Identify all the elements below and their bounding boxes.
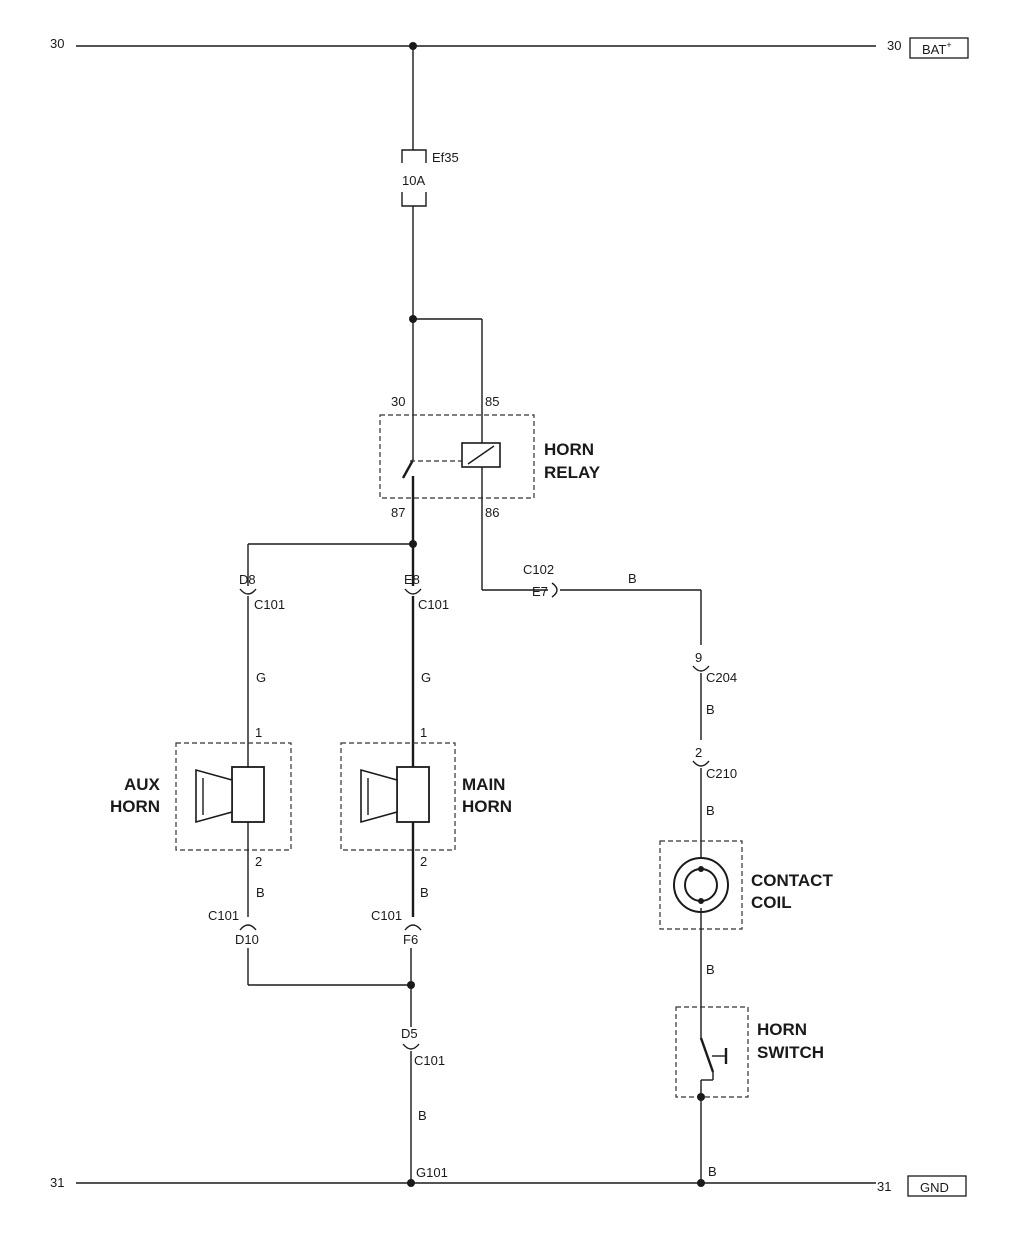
connector-symbol — [551, 582, 558, 598]
connector-e7: E7 — [532, 584, 548, 599]
main-wire-b: B — [420, 885, 429, 900]
ground-wire-b: B — [418, 1108, 427, 1123]
rail-bottom-left-label: 31 — [50, 1175, 64, 1190]
main-name-line1: MAIN — [462, 775, 505, 794]
fuse-rating: 10A — [402, 173, 425, 188]
ground-rail: 31 31 GND — [50, 1175, 967, 1197]
aux-horn-box — [175, 742, 292, 851]
main-pin-2: 2 — [420, 854, 427, 869]
horn-relay: 30 85 87 86 HORN RELAY — [379, 315, 601, 590]
contact-coil-name-line2: COIL — [751, 893, 792, 912]
connector-c102: C102 — [523, 562, 554, 577]
aux-d8: D8 — [239, 572, 256, 587]
relay-pin-87: 87 — [391, 505, 405, 520]
horn-ground-branch: D5 C101 B G101 — [248, 981, 448, 1183]
main-horn-branch: E8 C101 G 1 2 B C101 F6 MAIN HORN — [340, 572, 512, 985]
connector-symbol — [692, 665, 710, 672]
connector-symbol — [692, 760, 710, 767]
aux-c101-bottom: C101 — [208, 908, 239, 923]
ground-c101: C101 — [414, 1053, 445, 1068]
horn-feed — [247, 540, 417, 586]
aux-pin-2: 2 — [255, 854, 262, 869]
relay-pin-86: 86 — [485, 505, 499, 520]
main-pin-1: 1 — [420, 725, 427, 740]
connector-symbol — [404, 588, 422, 595]
relay-name-line1: HORN — [544, 440, 594, 459]
main-horn-box — [340, 742, 456, 851]
main-horn-icon — [360, 766, 430, 824]
aux-c101-top: C101 — [254, 597, 285, 612]
horn-switch-name-line1: HORN — [757, 1020, 807, 1039]
aux-pin-1: 1 — [255, 725, 262, 740]
battery-rail: 30 30 BAT+ — [50, 36, 969, 59]
main-f6: F6 — [403, 932, 418, 947]
connector-symbol — [402, 1043, 420, 1050]
main-c101-bottom: C101 — [371, 908, 402, 923]
splice-dot — [697, 1179, 705, 1187]
battery-box — [909, 37, 969, 59]
aux-horn-icon — [195, 766, 265, 824]
ground-g101: G101 — [416, 1165, 448, 1180]
connector-pin-9: 9 — [695, 650, 702, 665]
aux-name-line1: AUX — [124, 775, 161, 794]
main-wire-g: G — [421, 670, 431, 685]
switch-circuit: C102 E7 B 9 C204 B 2 C210 B CONTACT COIL… — [482, 562, 833, 1183]
connector-c210: C210 — [706, 766, 737, 781]
aux-wire-b: B — [256, 885, 265, 900]
rail-top-left-label: 30 — [50, 36, 64, 51]
battery-box-label: BAT+ — [922, 40, 952, 57]
contact-coil-icon — [673, 857, 729, 913]
aux-horn-branch: D8 C101 G 1 2 B C101 D10 AUX HORN — [110, 572, 292, 985]
wire-b-2: B — [706, 702, 715, 717]
fuse-name: Ef35 — [432, 150, 459, 165]
wire-b-4: B — [706, 962, 715, 977]
horn-switch-name-line2: SWITCH — [757, 1043, 824, 1062]
main-e8: E8 — [404, 572, 420, 587]
ground-box-label: GND — [920, 1180, 949, 1195]
connector-pin-2: 2 — [695, 745, 702, 760]
main-c101-top: C101 — [418, 597, 449, 612]
aux-d10: D10 — [235, 932, 259, 947]
relay-name-line2: RELAY — [544, 463, 601, 482]
relay-pin-85: 85 — [485, 394, 499, 409]
ground-box — [907, 1175, 967, 1197]
main-name-line2: HORN — [462, 797, 512, 816]
connector-symbol — [239, 924, 257, 931]
aux-wire-g: G — [256, 670, 266, 685]
connector-symbol — [239, 588, 257, 595]
rail-top-right-label: 30 — [887, 38, 901, 53]
rail-bottom-right-label: 31 — [877, 1179, 891, 1194]
splice-dot — [407, 1179, 415, 1187]
splice-dot — [697, 1093, 705, 1101]
ground-d5: D5 — [401, 1026, 418, 1041]
contact-coil-name-line1: CONTACT — [751, 871, 833, 890]
connector-c204: C204 — [706, 670, 737, 685]
relay-pin-30: 30 — [391, 394, 405, 409]
wire-b-top: B — [628, 571, 637, 586]
wire-b-5: B — [708, 1164, 717, 1179]
wire-b-3: B — [706, 803, 715, 818]
connector-symbol — [404, 924, 422, 931]
aux-name-line2: HORN — [110, 797, 160, 816]
horn-switch-box — [675, 1006, 749, 1098]
horn-switch-icon — [699, 1037, 728, 1081]
fuse-ef35: Ef35 10A — [401, 46, 459, 460]
relay-housing — [379, 414, 535, 499]
